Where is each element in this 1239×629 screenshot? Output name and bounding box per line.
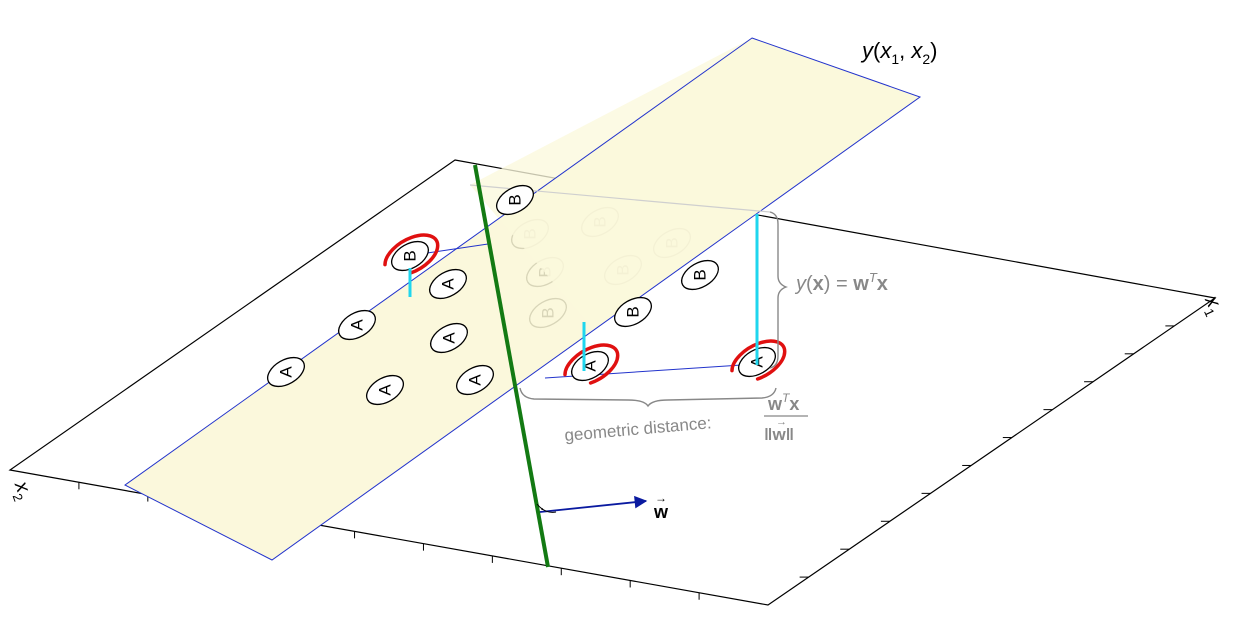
point-label: B — [539, 307, 558, 318]
point-marker — [429, 268, 467, 300]
decision-surface-overlay — [470, 38, 920, 330]
height-brace — [769, 211, 788, 369]
data-point-a: A — [338, 309, 376, 341]
data-point-a: A — [456, 364, 494, 396]
w-vector-arrow: → — [655, 491, 667, 505]
data-point-b: B — [681, 259, 719, 291]
support-vector-a: A — [730, 339, 787, 381]
point-label: A — [439, 278, 458, 290]
point-label: B — [506, 194, 525, 205]
data-point-a: A — [267, 356, 305, 388]
point-marker — [338, 309, 376, 341]
point-label: A — [376, 384, 395, 396]
point-label: A — [440, 332, 459, 344]
height-label: y(x) = wTx — [794, 270, 888, 295]
data-point-a: A — [429, 268, 467, 300]
decision-surface-edge — [124, 37, 922, 561]
right-angle-mark — [536, 503, 557, 513]
data-point-b: B — [496, 184, 534, 216]
distance-numerator: wTx — [767, 391, 799, 414]
point-marker — [456, 364, 494, 396]
point-marker — [430, 322, 468, 354]
point-label: A — [466, 374, 485, 386]
axis-ticks — [78, 325, 1175, 600]
support-vector-ring — [563, 343, 620, 385]
point-marker — [614, 296, 652, 328]
distance-text: geometric distance: — [564, 413, 713, 445]
w-vector-label: w — [653, 502, 669, 522]
point-label: A — [277, 366, 296, 378]
x2-axis-label: x2 — [6, 477, 37, 503]
point-marker — [391, 240, 429, 272]
normal-vector-arrow — [539, 495, 648, 513]
point-label: B — [401, 250, 420, 261]
distance-denominator-arrow: → — [776, 416, 787, 428]
data-point-a: A — [366, 374, 404, 406]
distance-brace — [519, 387, 777, 408]
point-label: A — [348, 319, 367, 331]
data-point-b: B — [529, 297, 567, 329]
point-marker — [529, 297, 567, 329]
point-marker — [681, 259, 719, 291]
point-label: B — [691, 269, 710, 280]
support-vector-ring — [383, 233, 440, 275]
data-points: AAAAAAAABBBB — [267, 184, 787, 406]
point-label: B — [624, 306, 643, 317]
decision-boundary-line — [473, 164, 550, 568]
support-vector-ring — [730, 339, 787, 381]
point-marker — [267, 356, 305, 388]
data-point-b: B — [614, 296, 652, 328]
surface-label: y(x1, x2) — [860, 38, 937, 67]
distance-denominator: ‖w‖ — [764, 425, 794, 444]
point-marker — [496, 184, 534, 216]
ground-plane — [8, 159, 1217, 606]
right-angle-dot: · — [540, 502, 544, 518]
data-point-a: A — [430, 322, 468, 354]
point-marker — [366, 374, 404, 406]
support-vector-b: B — [383, 233, 440, 275]
